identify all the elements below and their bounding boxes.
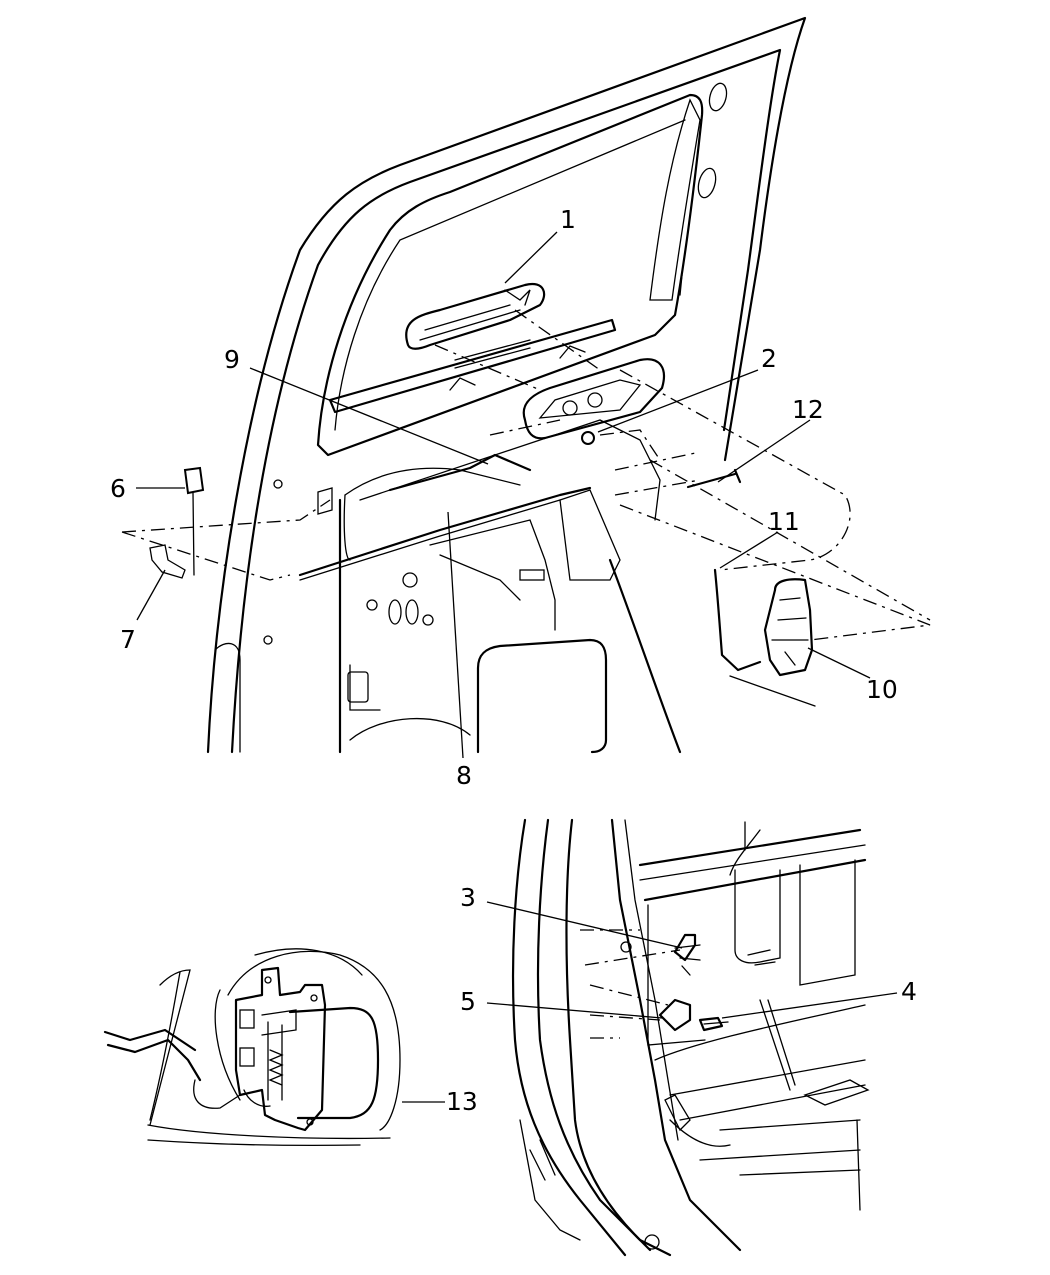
callout-9: 9: [224, 345, 240, 374]
window-inner-line: [334, 119, 686, 431]
door-latch: [763, 578, 814, 677]
callout-8: 8: [456, 761, 472, 790]
callout-1: 1: [560, 205, 576, 234]
bezel-screw: [581, 431, 595, 445]
door-inner-panel: [338, 498, 682, 754]
door-pillar: [511, 818, 627, 1257]
callout-10: 10: [866, 675, 898, 704]
door-outer-frame: [206, 16, 807, 754]
door-frame-inner-edge: [230, 48, 782, 754]
window-opening: [316, 93, 704, 457]
handle-housing: [234, 966, 327, 1132]
callout-6: 6: [110, 474, 126, 503]
inside-handle-bezel: [522, 358, 666, 440]
striker-bracket: [673, 933, 697, 962]
inside-handle-rod: [388, 453, 532, 492]
callout-2: 2: [761, 344, 777, 373]
callout-3: 3: [460, 883, 476, 912]
outside-door-handle: [405, 282, 546, 350]
striker-view: [511, 818, 870, 1257]
callout-11: 11: [768, 507, 800, 536]
striker: [658, 998, 692, 1032]
callout-13: 13: [446, 1087, 478, 1116]
callout-12: 12: [792, 395, 824, 424]
release-cable: [713, 568, 762, 672]
callout-4: 4: [901, 977, 917, 1006]
lock-lever: [149, 544, 186, 579]
door-assembly-view: [121, 16, 931, 754]
callout-5: 5: [460, 987, 476, 1016]
handle-detail-view: [103, 948, 401, 1146]
striker-bolt: [698, 1016, 724, 1032]
lock-knob: [183, 466, 205, 495]
callout-7: 7: [120, 625, 136, 654]
latch-rod: [298, 486, 592, 577]
callouts: 1 2 3 4 5 6 7 8 9 10 11 12 13: [110, 205, 917, 1116]
